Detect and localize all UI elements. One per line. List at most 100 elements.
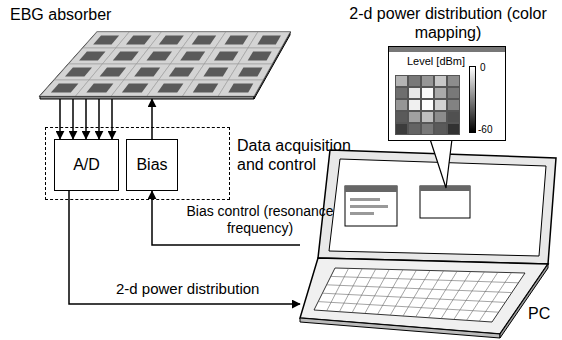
absorber-patch [157,84,183,93]
absorber-patch [214,52,239,61]
absorber-patch [203,68,228,77]
map-cell [395,87,408,99]
map-cell [408,111,421,123]
map-cell [408,87,421,99]
screen-window [345,186,397,226]
text-bar [350,212,374,215]
connector-arrow [72,99,74,139]
key-column [352,269,376,313]
absorber-cell [218,80,263,96]
key-column [390,270,416,315]
absorber-cell [238,48,281,64]
key-column [327,268,349,311]
connector-label: Bias control (resonance frequency) [186,203,334,237]
key-column [339,269,362,312]
power-map-window: 2-d power distribution (color mapping)Le… [388,46,506,141]
map-cell [408,75,421,87]
laptop-drawing [300,139,556,338]
key-column [428,271,457,318]
text-bar [350,205,388,208]
scale-max: 0 [480,62,486,74]
absorber-patch [134,68,160,77]
window-bar [345,186,397,192]
ad-converter-box: A/D [54,139,119,191]
box-text: A/D [73,155,100,174]
absorber-patch [51,84,79,93]
map-cell [447,123,460,135]
absorber-patch [238,68,263,77]
absorber-patch [93,36,119,45]
map-cell [434,75,447,87]
absorber-patch [126,36,152,45]
ebg-absorber-drawing [40,32,290,99]
map-cell [421,75,434,87]
color-scale-bar [469,66,476,133]
absorber-patch [193,84,219,93]
map-cell [434,123,447,135]
map-cell [434,99,447,111]
absorber-cell [248,32,290,48]
connector-arrow [59,99,61,139]
absorber-patch [169,68,195,77]
map-cell [395,99,408,111]
map-heading: 2-d power distribution (color mapping) [344,4,552,42]
key-column [454,272,484,320]
absorber-patch [192,36,217,45]
key-column [365,269,389,313]
connector-label: 2-d power distribution [116,280,259,298]
absorber-patch [122,84,148,93]
absorber-surface [40,32,290,96]
ebg-absorber: EBG absorber [40,32,292,99]
key-column [378,270,403,315]
map-cell [395,111,408,123]
key-column [441,272,471,319]
map-cell [434,111,447,123]
pc-label: PC [528,304,550,323]
laptop-lid [318,150,556,264]
absorber-patch [65,68,92,77]
absorber-label: EBG absorber [10,5,111,24]
connector-arrow [98,99,100,139]
keyboard-area [314,268,525,322]
text-bar [350,198,380,201]
connector-arrow [85,99,87,139]
absorber-patch [228,84,253,93]
map-cell [447,99,460,111]
data-acquisition-box: Data acquisition and controlA/DBias [45,127,230,200]
keyboard [314,268,525,322]
screen-map-window [420,186,470,218]
box-text: Bias [136,155,167,174]
key-column [416,271,444,317]
absorber-patch [159,36,184,45]
bias-box: Bias [126,139,178,191]
map-cell [408,123,421,135]
group-label: Data acquisition and control [237,136,362,174]
laptop-screen [329,159,546,256]
map-cell [434,87,447,99]
connector-arrow [151,99,153,139]
map-cell [395,123,408,135]
window-title-bar [389,47,505,52]
absorber-patch [180,52,205,61]
map-cell [447,75,460,87]
absorber-patch [225,36,249,45]
callout-tail [430,139,452,188]
map-cell [447,111,460,123]
key-column [479,273,511,322]
absorber-patch [257,36,281,45]
laptop-base-edge [300,318,500,338]
key-column [403,271,430,317]
connector-arrow [111,99,113,139]
absorber-patch [113,52,139,61]
key-column [467,272,498,320]
map-cell [421,111,434,123]
absorber-patch [248,52,272,61]
map-cell [421,87,434,99]
pc: PC [300,148,558,338]
absorber-cell [228,64,272,80]
scale-min: -60 [478,124,492,136]
absorber-patch [86,84,113,93]
level-label: Level [dBm] [407,55,465,68]
map-cell [421,99,434,111]
